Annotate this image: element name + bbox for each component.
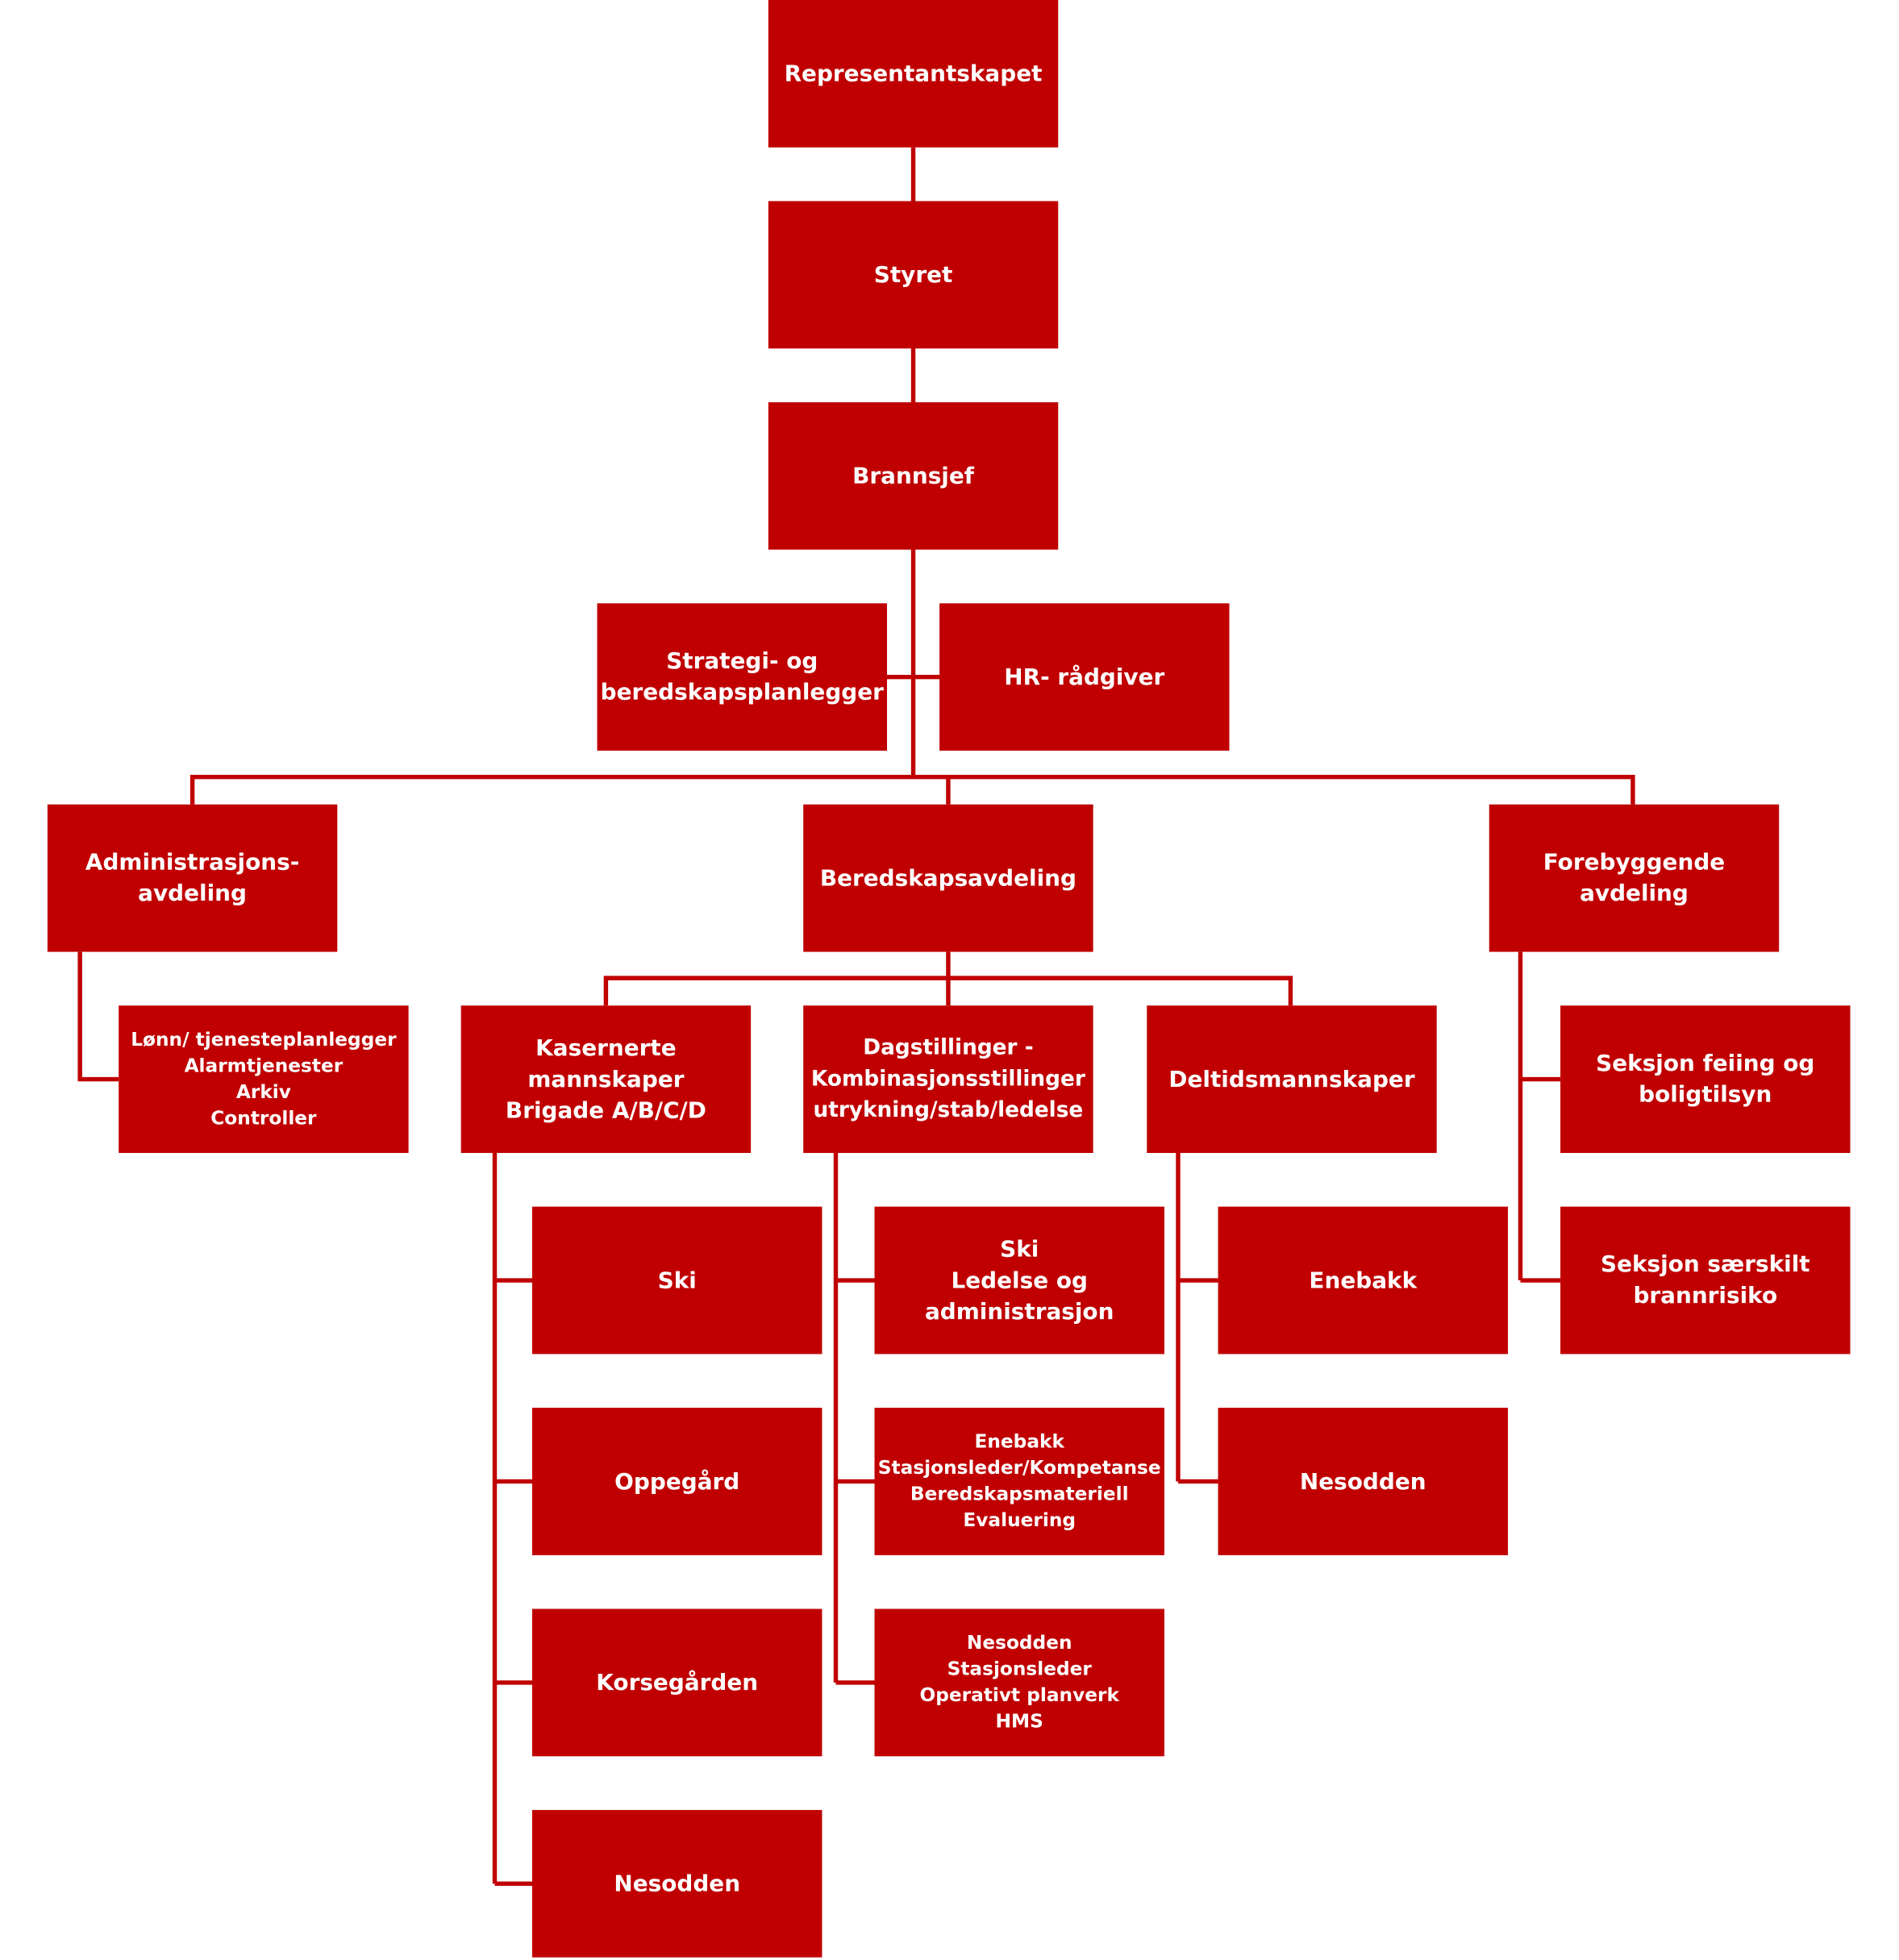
- node-administrasjon: Administrasjons- avdeling: [47, 804, 338, 952]
- node-seksjon-feiing: Seksjon feiing og boligtilsyn: [1560, 1005, 1851, 1154]
- node-dag-enebakk: Enebakk Stasjonsleder/Kompetanse Beredsk…: [874, 1408, 1164, 1555]
- connector-line: [603, 951, 1293, 1006]
- node-representantskapet: Representantskapet: [768, 0, 1059, 148]
- node-kasernerte: Kasernerte mannskaper Brigade A/B/C/D: [460, 1005, 752, 1154]
- node-del-nesodden: Nesodden: [1218, 1408, 1509, 1555]
- connector-line: [492, 1153, 533, 1887]
- node-kas-nesodden: Nesodden: [532, 1809, 822, 1958]
- node-kas-oppegard: Oppegård: [532, 1408, 822, 1555]
- node-strategi: Strategi- og beredskapsplanlegger: [597, 603, 888, 751]
- connector-line: [77, 951, 119, 1082]
- node-kas-ski: Ski: [532, 1206, 822, 1355]
- node-lonn: Lønn/ tjenesteplanlegger Alarmtjenester …: [119, 1005, 409, 1154]
- node-styret: Styret: [768, 201, 1059, 349]
- node-beredskap: Beredskapsavdeling: [803, 804, 1093, 952]
- node-del-enebakk: Enebakk: [1218, 1206, 1509, 1355]
- node-deltid: Deltidsmannskaper: [1147, 1005, 1437, 1154]
- connector-line: [833, 1153, 875, 1685]
- connector-line: [189, 774, 1635, 805]
- connector-line: [1518, 951, 1561, 1283]
- node-seksjon-sarskilt: Seksjon særskilt brannrisiko: [1560, 1206, 1851, 1355]
- node-dag-ski: Ski Ledelse og administrasjon: [874, 1206, 1164, 1355]
- connector-line: [1176, 1153, 1218, 1484]
- node-dagstillinger: Dagstillinger - Kombinasjonsstillinger u…: [803, 1005, 1093, 1154]
- node-hr: HR- rådgiver: [939, 603, 1230, 751]
- node-kas-korsegarden: Korsegården: [532, 1608, 822, 1757]
- node-brannsjef: Brannsjef: [768, 402, 1059, 550]
- node-dag-nesodden: Nesodden Stasjonsleder Operativt planver…: [874, 1608, 1164, 1757]
- node-forebyggende: Forebyggende avdeling: [1489, 804, 1780, 952]
